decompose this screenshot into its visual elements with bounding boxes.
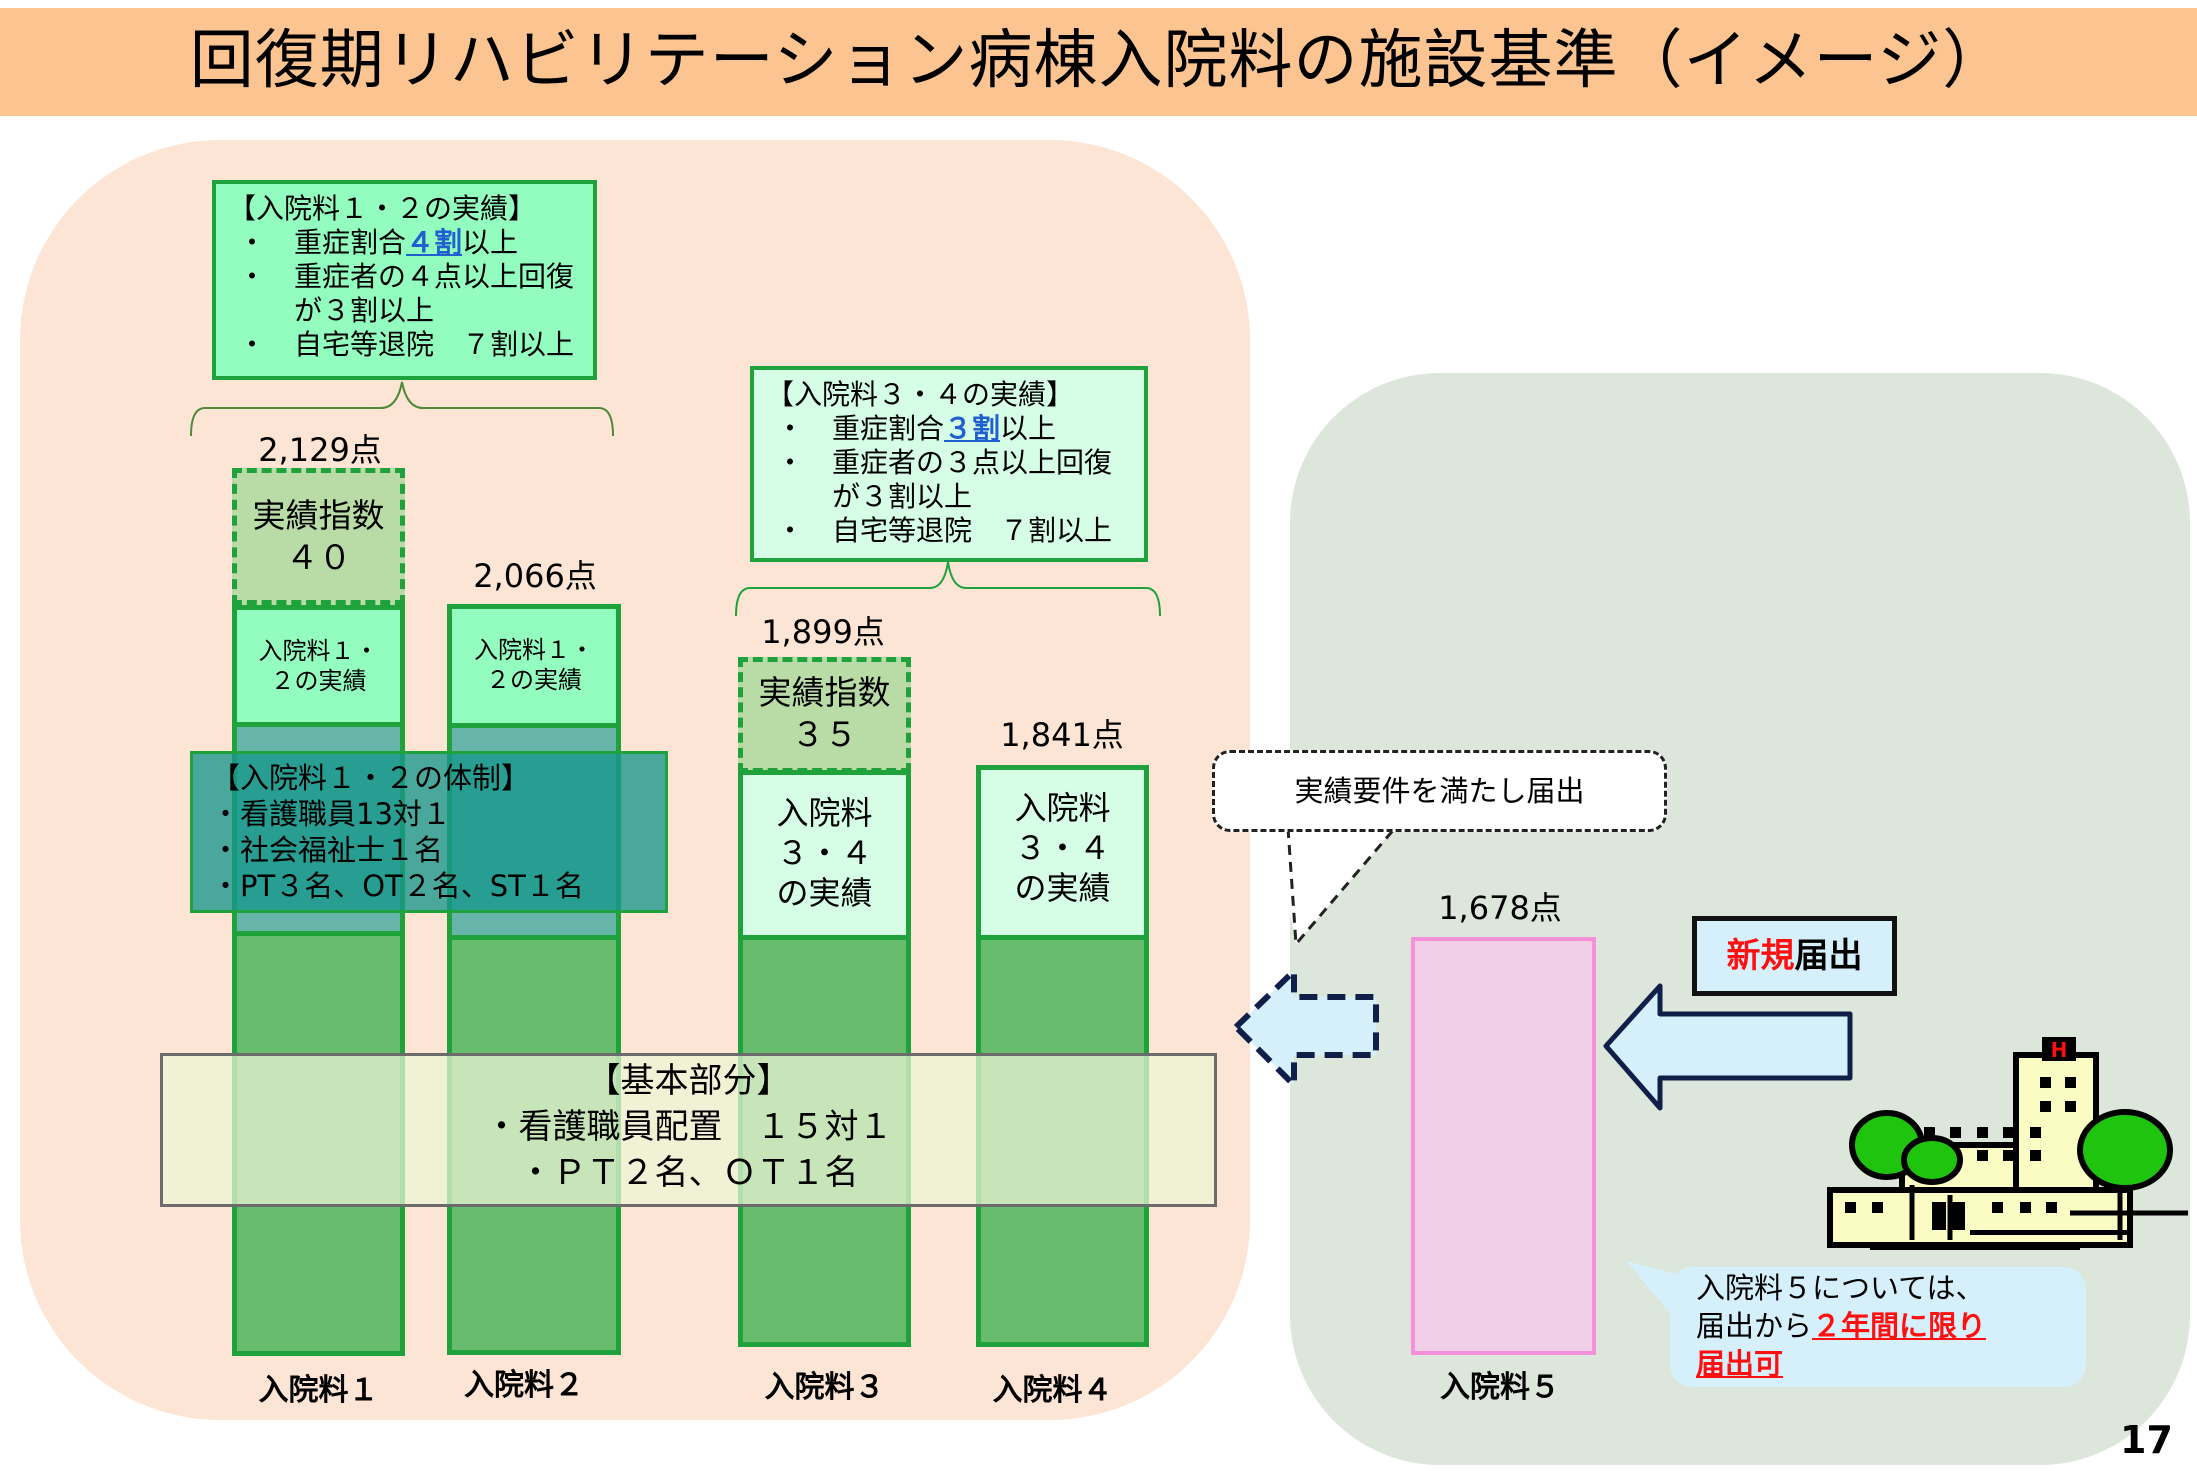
note-line: 入院料５については、 [1696, 1271, 1985, 1305]
callout-bubble: 実績要件を満たし届出 [1212, 750, 1667, 832]
criteria-item: が３割以上 [294, 294, 435, 327]
index-label: 実績指数 [758, 673, 891, 712]
note-line: 届出から２年間に限り [1696, 1309, 1987, 1343]
bar5-points: 1,678点 [1438, 889, 1562, 927]
criteria-item: が３割以上 [832, 480, 973, 513]
bar2-label: 入院料２ [464, 1368, 584, 1403]
highlight-value: ３割 [944, 412, 1001, 445]
brace-1-2 [190, 381, 614, 437]
bar1-index-box: 実績指数 ４０ [232, 468, 405, 605]
criteria-item: ・重症者の３点以上回復 [776, 446, 1113, 479]
basic-item: ・看護職員配置 １５対１ [484, 1107, 893, 1147]
svg-text:H: H [2051, 1038, 2068, 1062]
bar4-perf-box: 入院料 ３・４ の実績 [976, 765, 1149, 940]
basic-item: ・ＰＴ２名、ＯＴ１名 [518, 1153, 859, 1193]
left-arrow-icon [1603, 983, 1853, 1111]
index-value: ４０ [285, 538, 352, 577]
brace-3-4 [735, 561, 1161, 617]
note-bubble: 入院料５については、 届出から２年間に限り 届出可 [1670, 1267, 2086, 1387]
criteria-heading: 【入院料１・２の実績】 [228, 192, 537, 225]
page-title: 回復期リハビリテーション病棟入院料の施設基準（イメージ） [189, 24, 2008, 98]
criteria-heading: 【入院料３・４の実績】 [766, 378, 1075, 411]
bar4-label: 入院料４ [992, 1373, 1113, 1408]
system-heading: 【入院料１・２の体制】 [211, 761, 531, 795]
bar1-points: 2,129点 [258, 431, 382, 469]
bar2-perf-box: 入院料１・ ２の実績 [447, 604, 621, 728]
criteria-item: ・重症者の４点以上回復 [238, 260, 575, 293]
basic-part-box: 【基本部分】 ・看護職員配置 １５対１ ・ＰＴ２名、ＯＴ１名 [160, 1053, 1217, 1207]
page-number: 17 [2120, 1418, 2173, 1462]
hospital-icon: H [1827, 1037, 2188, 1250]
criteria-item: ・自宅等退院 ７割以上 [776, 514, 1113, 547]
index-label: 実績指数 [252, 496, 385, 535]
bar3-label: 入院料３ [764, 1370, 885, 1405]
bar2-points: 2,066点 [473, 557, 597, 595]
bar5-segment [1411, 937, 1596, 1355]
criteria-item: ・自宅等退院 ７割以上 [238, 328, 575, 361]
bar3-index-box: 実績指数 ３５ [738, 657, 911, 773]
highlight-value: ４割 [406, 226, 463, 259]
system-item: ・看護職員13対１ [211, 797, 451, 831]
system-item: ・PT３名、OT２名、ST１名 [211, 869, 584, 903]
basic-heading: 【基本部分】 [586, 1061, 791, 1101]
bar3-points: 1,899点 [761, 613, 885, 651]
bar1-label: 入院料１ [258, 1373, 379, 1408]
system-1-2-box: 【入院料１・２の体制】 ・看護職員13対１ ・社会福祉士１名 ・PT３名、OT２… [190, 751, 668, 913]
new-filing-label: 新規届出 [1692, 916, 1897, 996]
system-item: ・社会福祉士１名 [211, 833, 444, 867]
dashed-left-arrow-icon [1233, 968, 1379, 1088]
index-value: ３５ [791, 715, 858, 754]
title-bar: 回復期リハビリテーション病棟入院料の施設基準（イメージ） [0, 8, 2197, 116]
callout-tail [1274, 827, 1397, 948]
note-line: 届出可 [1696, 1347, 1784, 1381]
bar3-perf-box: 入院料 ３・４ の実績 [738, 770, 911, 940]
bar4-points: 1,841点 [1000, 716, 1124, 754]
bar1-perf-box: 入院料１・ ２の実績 [232, 605, 405, 727]
bar5-label: 入院料５ [1440, 1370, 1560, 1405]
note-bubble-tail [1626, 1261, 1680, 1325]
